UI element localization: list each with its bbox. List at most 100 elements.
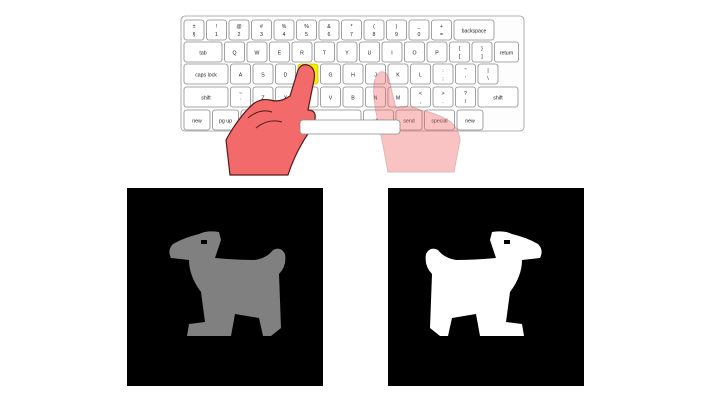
key-5[interactable]	[296, 19, 317, 41]
key-label: A	[239, 73, 243, 79]
key-label: G	[328, 73, 332, 79]
key-label-top: +	[440, 24, 443, 30]
key-label-bottom: 6	[328, 32, 331, 38]
key-label-top: >	[441, 91, 444, 97]
key-h[interactable]	[342, 63, 364, 85]
key-label-bottom: \	[487, 76, 489, 82]
key-label-top: :	[442, 68, 443, 74]
key--[interactable]	[432, 86, 454, 108]
key-r[interactable]	[291, 41, 313, 63]
key-backspace[interactable]	[453, 19, 495, 41]
key-label: new	[192, 119, 202, 125]
key-6[interactable]	[318, 19, 340, 41]
key-label-top: )	[396, 24, 398, 30]
key-label: special	[431, 119, 447, 125]
key-label: backspace	[462, 29, 487, 35]
key-label-top: *	[350, 24, 352, 30]
key-label-bottom: ;	[442, 76, 443, 82]
key-label-bottom: §	[193, 32, 196, 38]
key-label: Z	[261, 96, 264, 102]
key-label: J	[374, 73, 377, 79]
key-label-bottom: ,	[420, 99, 421, 105]
key-label-top: ±	[193, 24, 196, 30]
key-label-top: }	[481, 46, 483, 52]
key--[interactable]	[455, 63, 476, 85]
key-label: K	[396, 73, 400, 79]
key-label: pg up	[219, 119, 232, 125]
key-w[interactable]	[246, 41, 268, 63]
key-label: O	[412, 51, 416, 57]
key-1[interactable]	[206, 19, 227, 41]
key-label: B	[351, 96, 355, 102]
key-l[interactable]	[410, 63, 431, 85]
key--[interactable]	[183, 19, 205, 41]
key-label-bottom: /	[465, 99, 467, 105]
key-9[interactable]	[386, 19, 407, 41]
key-label-top: %	[304, 24, 309, 30]
key-label-bottom: 8	[373, 32, 376, 38]
key--[interactable]	[455, 86, 476, 108]
key-label: Y	[345, 51, 349, 57]
key-b[interactable]	[342, 86, 364, 108]
key-e[interactable]	[269, 41, 290, 63]
key-label-top: &	[327, 24, 331, 30]
key-shift[interactable]	[477, 86, 519, 108]
key-label: W	[255, 51, 260, 57]
key-label: P	[435, 51, 439, 57]
dog-icon	[169, 231, 286, 336]
key-return[interactable]	[494, 41, 519, 63]
key-a[interactable]	[230, 63, 251, 85]
key-label-bottom: 1	[215, 32, 218, 38]
key-label: new	[465, 119, 475, 125]
key--[interactable]	[449, 41, 470, 63]
key--[interactable]	[410, 86, 431, 108]
key-n[interactable]	[365, 86, 386, 108]
key-label: return	[500, 51, 514, 57]
key-8[interactable]	[363, 19, 385, 41]
key-label: H	[351, 73, 355, 79]
key-caps-lock[interactable]	[183, 63, 229, 85]
key-u[interactable]	[359, 41, 380, 63]
key-v[interactable]	[320, 86, 341, 108]
key-label: Q	[232, 51, 236, 57]
key-tab[interactable]	[183, 41, 223, 63]
key-label-bottom: 5	[305, 32, 308, 38]
key-3[interactable]	[251, 19, 272, 41]
key-o[interactable]	[404, 41, 425, 63]
key-k[interactable]	[387, 63, 409, 85]
key-label-bottom: 9	[395, 32, 398, 38]
key-label-top: {	[459, 46, 461, 52]
key-7[interactable]	[341, 19, 362, 41]
key-4[interactable]	[273, 19, 295, 41]
key-2[interactable]	[228, 19, 250, 41]
key-shift[interactable]	[183, 86, 229, 108]
key-j[interactable]	[365, 63, 386, 85]
key-m[interactable]	[387, 86, 409, 108]
key-special[interactable]	[424, 109, 455, 131]
key-label-bottom: 2	[238, 32, 241, 38]
key-s[interactable]	[252, 63, 274, 85]
key-label-top: ?	[464, 91, 467, 97]
key-label-top: ~	[239, 91, 242, 97]
spacebar[interactable]	[299, 119, 401, 135]
key--[interactable]	[477, 63, 499, 85]
key-label-top: |	[487, 68, 488, 74]
key-0[interactable]	[408, 19, 430, 41]
key-p[interactable]	[426, 41, 448, 63]
key--[interactable]	[230, 86, 251, 108]
key-i[interactable]	[381, 41, 403, 63]
key--[interactable]	[471, 41, 493, 63]
key-y[interactable]	[336, 41, 358, 63]
key--[interactable]	[431, 19, 452, 41]
key-q[interactable]	[224, 41, 245, 63]
key-label: caps lock	[195, 73, 217, 79]
key--[interactable]	[432, 63, 454, 85]
key-label: N	[374, 96, 378, 102]
key-t[interactable]	[314, 41, 335, 63]
key-new[interactable]	[456, 109, 484, 131]
key-g[interactable]	[320, 63, 341, 85]
key-label: send	[403, 119, 414, 125]
key-d[interactable]	[275, 63, 296, 85]
key-new[interactable]	[183, 109, 211, 131]
